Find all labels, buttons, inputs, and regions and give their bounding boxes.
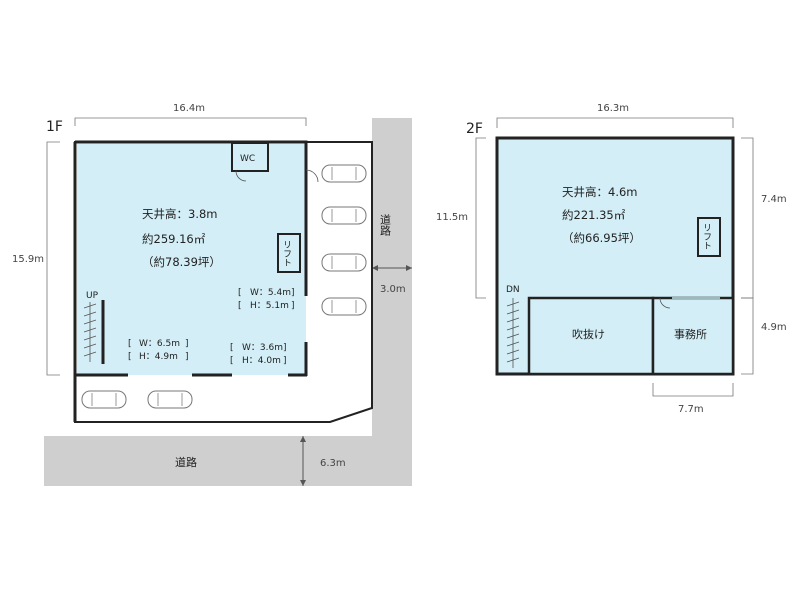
road-bottom-width: 6.3m bbox=[320, 458, 346, 469]
door-big-w: W：5.4m bbox=[250, 288, 291, 298]
road-right-label: 道路 bbox=[379, 213, 392, 237]
floor2-height-dim: 11.5m bbox=[436, 212, 468, 223]
floor2-area-m2: 約221.35㎡ bbox=[562, 208, 626, 222]
floor1-height-dim-line bbox=[46, 141, 60, 376]
bracket-icon: ] bbox=[283, 343, 287, 353]
floor2-right-bottom-dim: 4.9m bbox=[761, 322, 787, 333]
floor1-lift bbox=[277, 233, 301, 273]
floor1-height-dim: 15.9m bbox=[12, 254, 44, 265]
bracket-icon: ] bbox=[291, 301, 295, 311]
wc-label: WC bbox=[240, 154, 255, 164]
car-icon bbox=[321, 297, 367, 316]
floor1-area-tsubo: （約78.39坪） bbox=[142, 255, 221, 269]
floor2-area-tsubo: （約66.95坪） bbox=[562, 231, 641, 245]
floor2-stairs bbox=[506, 298, 520, 368]
bracket-icon: [ bbox=[128, 352, 132, 362]
door-left-w: W：6.5m bbox=[139, 339, 180, 349]
door-swing-icon bbox=[305, 169, 319, 183]
floor2-bottom-dim: 7.7m bbox=[678, 404, 704, 415]
door-left-h: H：4.9m bbox=[139, 352, 178, 362]
void-label: 吹抜け bbox=[572, 327, 605, 341]
floor1-lift-label: リフト bbox=[281, 240, 291, 267]
door-swing-icon bbox=[235, 170, 247, 182]
road-right bbox=[372, 118, 412, 486]
floor2-lift-label: リフト bbox=[701, 223, 711, 250]
road-right-width: 3.0m bbox=[380, 284, 406, 295]
floor1-width-dim-line bbox=[74, 117, 307, 126]
bracket-icon: [ bbox=[230, 356, 234, 366]
bracket-icon: [ bbox=[128, 339, 132, 349]
floor2-height-dim-line bbox=[475, 137, 486, 299]
door-big-h: H：5.1m bbox=[250, 301, 289, 311]
floor1-stairs bbox=[83, 302, 97, 362]
floor2-right-bottom-dim-line bbox=[741, 297, 754, 375]
wc-room bbox=[231, 142, 269, 172]
floor2-ceiling: 天井高：4.6m bbox=[562, 185, 638, 199]
arrow-icon bbox=[300, 480, 306, 486]
car-icon bbox=[321, 206, 367, 225]
floor2-right-top-dim: 7.4m bbox=[761, 194, 787, 205]
road-bottom-label: 道路 bbox=[175, 455, 197, 469]
door-swing-icon bbox=[659, 297, 671, 309]
bracket-icon: ] bbox=[283, 356, 287, 366]
floor1-area-m2: 約259.16㎡ bbox=[142, 232, 206, 246]
floor2-lift bbox=[697, 217, 721, 257]
office-label: 事務所 bbox=[674, 327, 707, 341]
floor1-label: 1F bbox=[46, 119, 63, 135]
bracket-icon: [ bbox=[238, 301, 242, 311]
floor1-ceiling: 天井高：3.8m bbox=[142, 207, 218, 221]
void-room bbox=[527, 296, 655, 376]
floor2-dn-label: DN bbox=[506, 285, 520, 295]
car-icon bbox=[321, 253, 367, 272]
bracket-icon: ] bbox=[185, 352, 189, 362]
bracket-icon: [ bbox=[230, 343, 234, 353]
floor2-width-dim-line bbox=[496, 117, 734, 128]
floor1-interior bbox=[77, 144, 306, 375]
arrow-icon bbox=[406, 265, 412, 271]
car-icon bbox=[321, 164, 367, 183]
car-icon bbox=[81, 390, 127, 409]
road-bottom bbox=[44, 436, 412, 486]
floor1-up-label: UP bbox=[86, 291, 99, 301]
bracket-icon: ] bbox=[185, 339, 189, 349]
bracket-icon: ] bbox=[291, 288, 295, 298]
floor2-bottom-dim-line bbox=[652, 383, 734, 397]
door-right-w: W：3.6m bbox=[242, 343, 283, 353]
floor2-width-dim: 16.3m bbox=[597, 103, 629, 114]
office-room bbox=[651, 296, 735, 376]
floor2-right-top-dim-line bbox=[741, 137, 754, 299]
floor1-width-dim: 16.4m bbox=[173, 103, 205, 114]
car-icon bbox=[147, 390, 193, 409]
door-right-h: H：4.0m bbox=[242, 356, 281, 366]
bracket-icon: [ bbox=[238, 288, 242, 298]
floor2-label: 2F bbox=[466, 121, 483, 137]
floor1-wall bbox=[75, 140, 308, 296]
arrow-icon bbox=[372, 265, 378, 271]
arrow-icon bbox=[300, 436, 306, 442]
